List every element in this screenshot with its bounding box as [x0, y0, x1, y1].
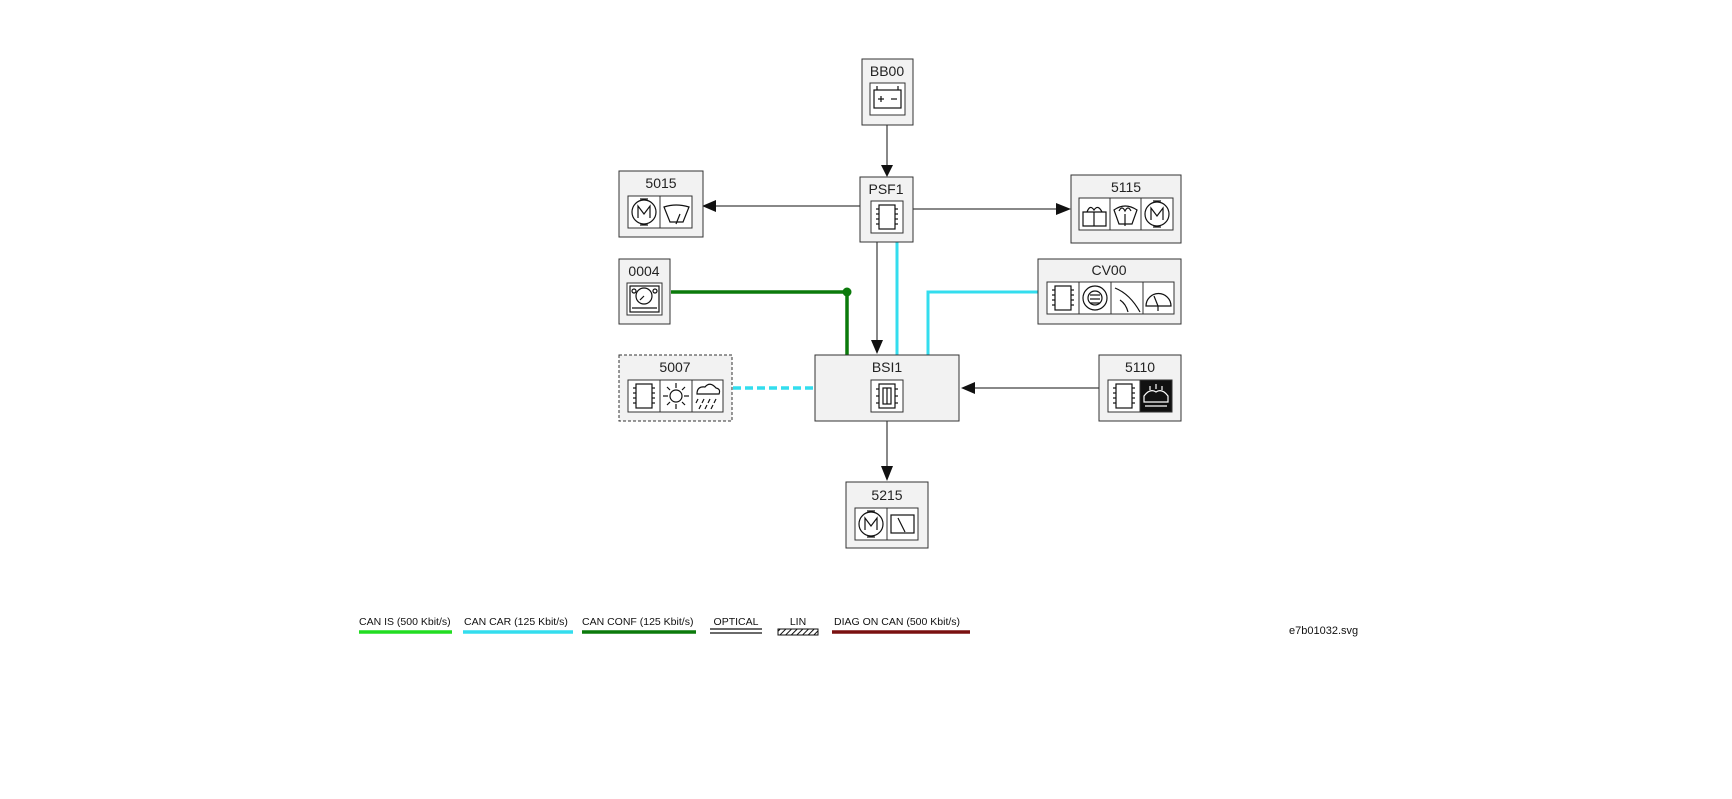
motor-icon — [1140, 197, 1174, 231]
motor-icon — [627, 195, 661, 229]
rear-wiper-icon — [886, 507, 919, 541]
tailgate-icon — [1078, 197, 1111, 231]
node-psf1[interactable]: PSF1 — [859, 176, 914, 243]
arrow-to-5015 — [702, 200, 716, 212]
arrow-to-bsi1-right — [961, 382, 975, 394]
ecu-chip-icon — [1107, 379, 1141, 413]
legend: CAN IS (500 Kbit/s) CAN CAR (125 Kbit/s)… — [359, 616, 970, 636]
node-5015[interactable]: 5015 — [618, 170, 704, 238]
fuse-box-icon — [870, 379, 904, 413]
wires — [671, 125, 1099, 481]
node-bb00-label: BB00 — [870, 63, 904, 79]
washer-fluid-level-icon — [1139, 379, 1173, 413]
node-5115[interactable]: 5115 — [1070, 174, 1182, 244]
node-bsi1-label: BSI1 — [872, 359, 903, 375]
switch-control-icon — [1078, 281, 1112, 315]
node-bb00[interactable]: BB00 — [861, 58, 914, 126]
node-5215[interactable]: 5215 — [845, 481, 929, 549]
node-5115-label: 5115 — [1111, 179, 1141, 195]
motor-icon — [854, 507, 888, 541]
legend-can-conf: CAN CONF (125 Kbit/s) — [582, 616, 696, 634]
legend-can-car: CAN CAR (125 Kbit/s) — [463, 616, 573, 634]
windscreen-washer-icon — [1109, 197, 1142, 231]
node-cv00-label: CV00 — [1091, 262, 1126, 278]
ecu-chip-icon — [627, 379, 661, 413]
legend-can-car-label: CAN CAR (125 Kbit/s) — [464, 616, 568, 628]
node-0004-label: 0004 — [628, 263, 659, 279]
node-bsi1[interactable]: BSI1 — [814, 354, 960, 422]
instrument-cluster-icon — [626, 282, 663, 316]
steering-column-icon — [1110, 281, 1144, 315]
node-5110[interactable]: 5110 — [1098, 354, 1182, 422]
file-reference: e7b01032.svg — [1289, 625, 1358, 637]
legend-diag-on-can-label: DIAG ON CAN (500 Kbit/s) — [834, 616, 960, 628]
arrow-to-5115 — [1056, 203, 1071, 215]
legend-can-conf-label: CAN CONF (125 Kbit/s) — [582, 616, 693, 628]
legend-diag-on-can: DIAG ON CAN (500 Kbit/s) — [832, 616, 970, 634]
ecu-chip-icon — [870, 200, 904, 234]
battery-icon — [869, 82, 906, 116]
node-cv00[interactable]: CV00 — [1037, 258, 1182, 325]
arrow-to-5215 — [881, 466, 893, 481]
node-5215-label: 5215 — [871, 487, 902, 503]
legend-can-is-label: CAN IS (500 Kbit/s) — [359, 616, 451, 628]
node-5110-label: 5110 — [1125, 359, 1155, 375]
ecu-chip-icon — [1046, 281, 1080, 315]
wire-can-car-cv00-bsi1 — [926, 290, 1038, 355]
legend-optical-label: OPTICAL — [714, 616, 759, 628]
node-0004[interactable]: 0004 — [618, 258, 671, 325]
node-5007-label: 5007 — [659, 359, 690, 375]
node-5015-label: 5015 — [645, 175, 676, 191]
rain-sensor-icon — [691, 379, 724, 413]
legend-lin: LIN — [777, 616, 819, 636]
arrow-to-bsi1-top — [871, 340, 883, 354]
gauge-icon — [1142, 281, 1175, 315]
legend-optical: OPTICAL — [710, 616, 762, 634]
node-5007[interactable]: 5007 — [618, 354, 733, 422]
arrow-to-psf1 — [881, 165, 893, 177]
wiper-icon — [659, 195, 693, 229]
light-sensor-icon — [659, 379, 693, 413]
wire-can-conf-0004-bsi1 — [671, 290, 849, 355]
legend-lin-label: LIN — [790, 616, 806, 628]
node-psf1-label: PSF1 — [868, 181, 903, 197]
legend-can-is: CAN IS (500 Kbit/s) — [359, 616, 452, 634]
junction-dot — [842, 287, 852, 297]
